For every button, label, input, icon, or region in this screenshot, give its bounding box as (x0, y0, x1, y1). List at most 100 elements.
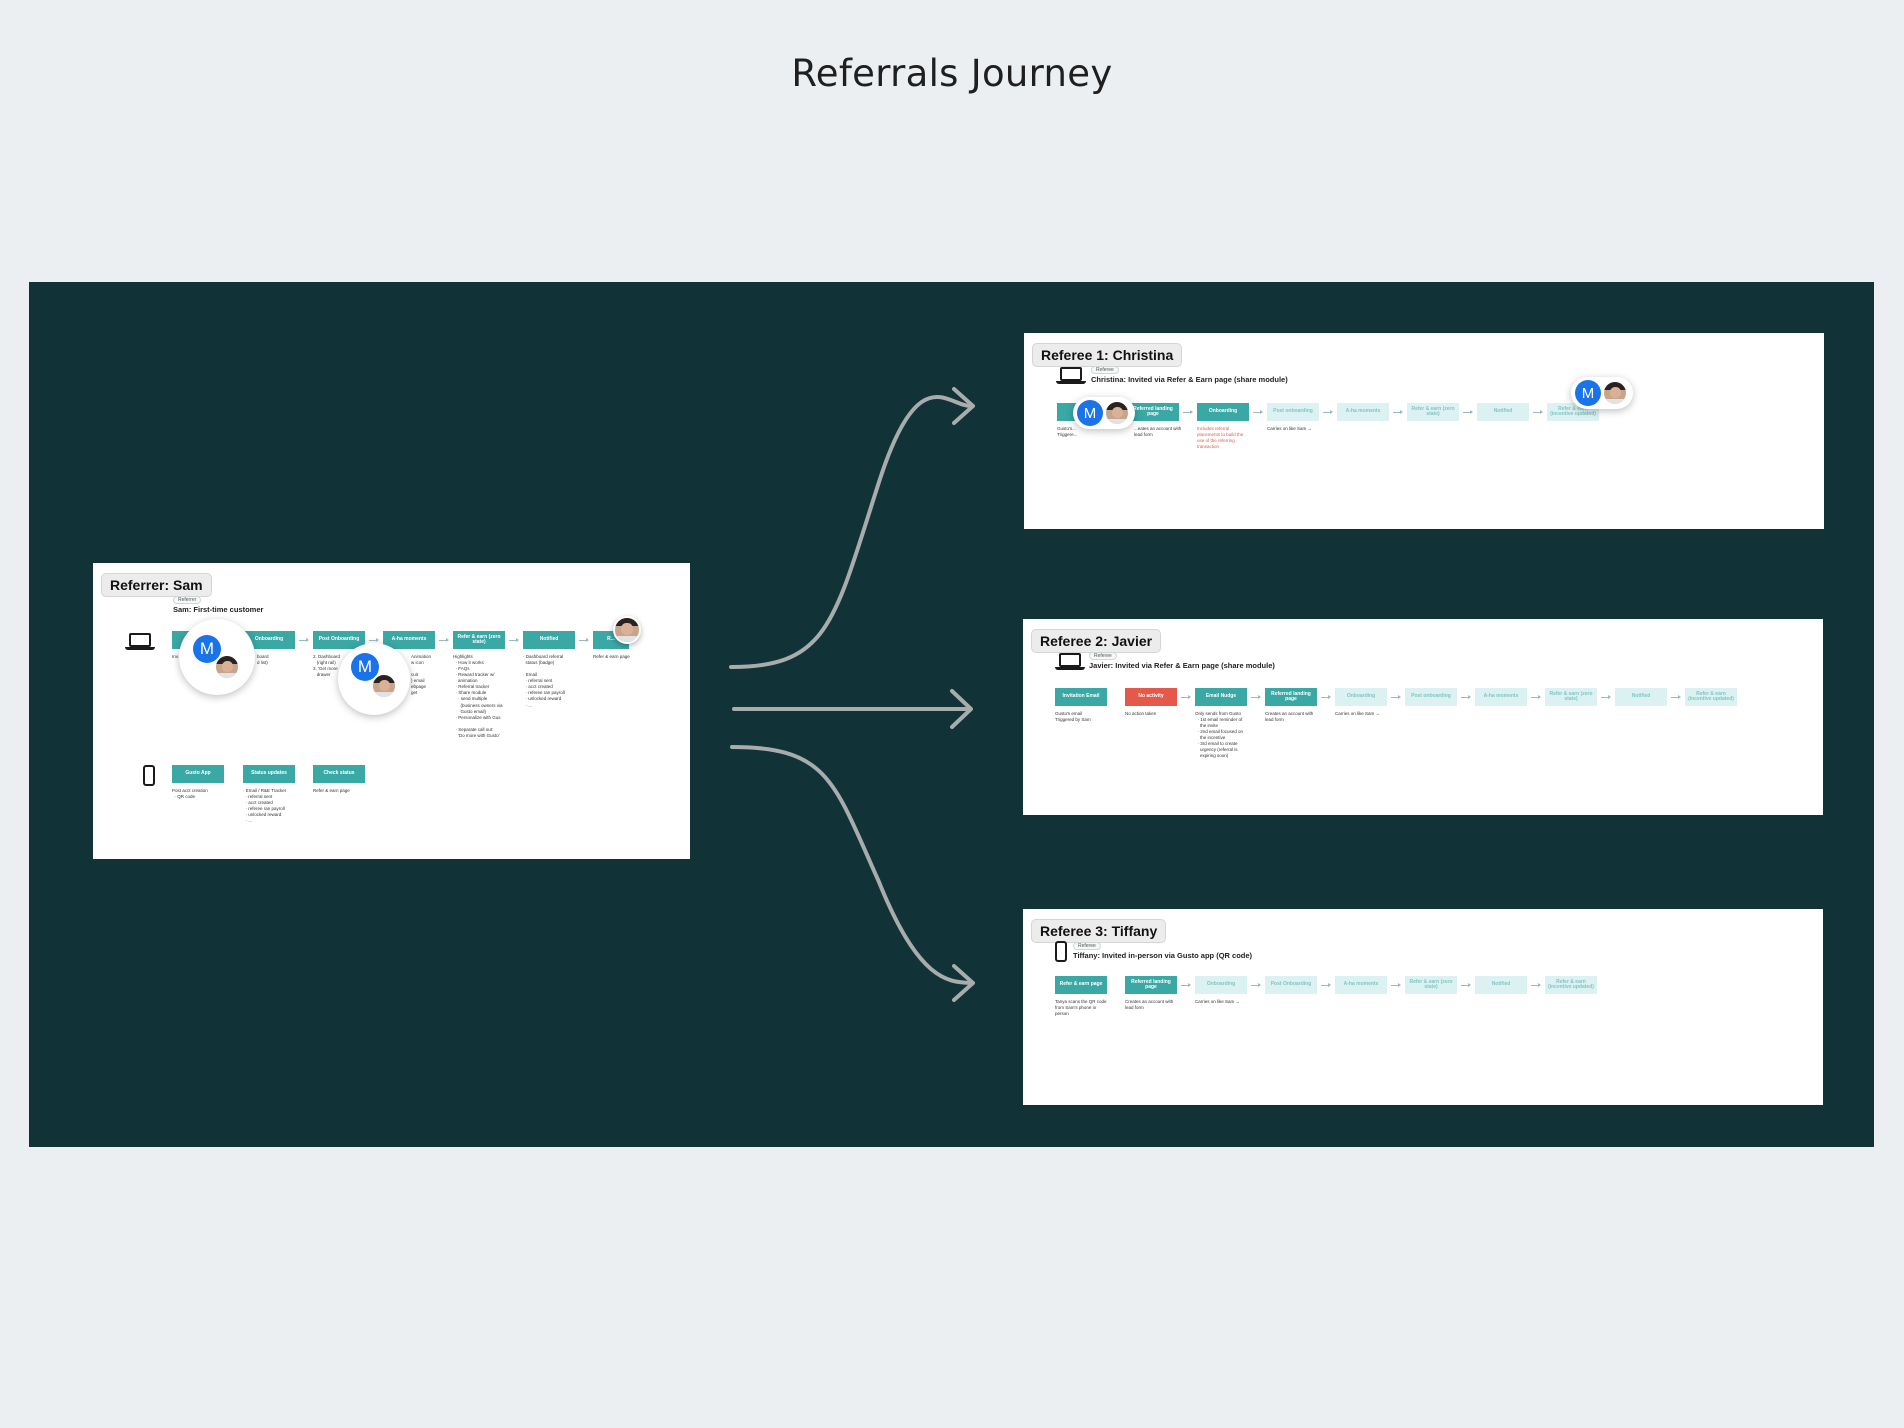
step-connector (1251, 983, 1261, 987)
step-note: No action taken (1125, 711, 1157, 716)
referee-christina-card[interactable]: Referee 1: Christina Referee Christina: … (1024, 333, 1824, 529)
user-avatar-photo[interactable] (214, 654, 240, 680)
persona-subtitle: Sam: First-time customer (173, 605, 264, 614)
step-connector (1181, 983, 1191, 987)
phone-icon (1055, 941, 1067, 962)
user-avatar-initial[interactable]: M (351, 653, 379, 681)
step-note: Highlights · How it works · FAQs · Rewar… (453, 654, 503, 738)
user-avatar-photo[interactable] (371, 673, 397, 699)
journey-step[interactable]: Gusto App (172, 765, 224, 783)
user-avatar-photo[interactable] (1104, 400, 1130, 426)
step-connector (1531, 695, 1541, 699)
card-label: Referee 3: Tiffany (1031, 919, 1167, 943)
step-connector (1321, 695, 1331, 699)
journey-step[interactable]: Post Onboarding (313, 631, 365, 649)
journey-step[interactable]: Post onboarding (1267, 403, 1319, 421)
card-label: Referee 2: Javier (1031, 629, 1162, 653)
journey-step[interactable]: A-ha moments (1475, 688, 1527, 706)
laptop-icon (1055, 653, 1085, 670)
step-note: Creates an account with lead form (1265, 711, 1314, 723)
step-connector (1461, 983, 1471, 987)
journey-step[interactable]: No activity (1125, 688, 1177, 706)
journey-step[interactable]: Invitation Email (1055, 688, 1107, 706)
journey-step[interactable]: Onboarding (1195, 976, 1247, 994)
step-note: Only sends from Gusto · 1st email remind… (1195, 711, 1244, 759)
step-connector (1321, 983, 1331, 987)
journey-step[interactable]: Refer & earn (zero state) (1545, 688, 1597, 706)
journey-step[interactable]: Notified (1615, 688, 1667, 706)
journey-step[interactable]: Post Onboarding (1265, 976, 1317, 994)
step-connector (299, 638, 309, 642)
step-connector (1601, 695, 1611, 699)
card-label: Referrer: Sam (101, 573, 212, 597)
journey-step[interactable]: Refer & earn (incentive updated) (1685, 688, 1737, 706)
journey-step[interactable]: Refer & earn (incentive updated) (1545, 976, 1597, 994)
journey-step[interactable]: Notified (1477, 403, 1529, 421)
journey-step[interactable]: Onboarding (1197, 403, 1249, 421)
journey-step[interactable]: Email Nudge (1195, 688, 1247, 706)
journey-step[interactable]: Notified (523, 631, 575, 649)
persona-tag: Referee (1073, 942, 1101, 950)
journey-step[interactable]: Onboarding (243, 631, 295, 649)
step-note: Animation w icon cuit ) email ebpage get (411, 654, 432, 696)
laptop-icon (1056, 367, 1086, 384)
arrow-to-referee-3 (730, 745, 973, 985)
persona-tag: Referee (1089, 652, 1117, 660)
arrow-to-referee-1 (729, 395, 973, 669)
user-avatar-initial[interactable]: M (1575, 380, 1601, 406)
step-note: · Dashboard referral status (badge) · Em… (523, 654, 565, 708)
journey-step[interactable]: Onboarding (1335, 688, 1387, 706)
journey-step[interactable]: Referred landing page (1265, 688, 1317, 706)
step-connector (1463, 410, 1473, 414)
step-note: ...eates an account with lead form (1134, 426, 1182, 438)
user-avatar-photo[interactable] (1602, 380, 1628, 406)
step-connector (1251, 695, 1261, 699)
journey-step[interactable]: Check status (313, 765, 365, 783)
journey-step[interactable]: Refer & earn (zero state) (1405, 976, 1457, 994)
step-note: Creates an account with lead form (1125, 999, 1174, 1011)
page-title: Referrals Journey (791, 52, 1113, 95)
journey-step[interactable]: A-ha moments (1335, 976, 1387, 994)
phone-icon (143, 765, 155, 786)
journey-step[interactable]: Notified (1475, 976, 1527, 994)
persona-subtitle: Tiffany: Invited in-person via Gusto app… (1073, 951, 1253, 960)
step-connector (439, 638, 449, 642)
journey-step[interactable]: Refer & earn page (1055, 976, 1107, 994)
journey-step[interactable]: Refer & earn (zero state) (1407, 403, 1459, 421)
step-note: board d list) (257, 654, 269, 666)
step-note: Refer & earn page (593, 654, 630, 659)
user-avatar-photo[interactable] (613, 616, 641, 644)
step-connector (1391, 983, 1401, 987)
persona-subtitle: Christina: Invited via Refer & Earn page… (1091, 375, 1288, 384)
card-label: Referee 1: Christina (1032, 343, 1183, 367)
step-connector (509, 638, 519, 642)
step-note: Refer & earn page (313, 788, 350, 793)
step-connector (1323, 410, 1333, 414)
step-connector (1533, 410, 1543, 414)
persona-subtitle: Javier: Invited via Refer & Earn page (s… (1089, 661, 1275, 670)
journey-step[interactable]: Status updates (243, 765, 295, 783)
referrer-sam-card[interactable]: Referrer: Sam Referrer Sam: First-time c… (93, 563, 690, 859)
referee-tiffany-card[interactable]: Referee 3: Tiffany Referee Tiffany: Invi… (1023, 909, 1823, 1105)
arrowhead-referee-1 (952, 387, 975, 425)
step-note: Tanya scans the QR code from Sam's phone… (1055, 999, 1107, 1017)
step-note: Inv... (172, 654, 182, 659)
step-connector (1181, 695, 1191, 699)
user-avatar-initial[interactable]: M (1077, 400, 1103, 426)
step-connector (1391, 695, 1401, 699)
step-note: 2. Dashboard (right rail) 3. 'Get more d… (313, 654, 341, 678)
step-connector (1461, 695, 1471, 699)
persona-tag: Referrer (173, 596, 202, 604)
journey-step[interactable]: A-ha moments (1337, 403, 1389, 421)
flow-arrows (729, 387, 975, 1002)
step-note: Carries on like Sam → (1335, 711, 1381, 716)
journey-step[interactable]: A-ha moments (383, 631, 435, 649)
journey-step[interactable]: Referred landing page (1127, 403, 1179, 421)
referee-javier-card[interactable]: Referee 2: Javier Referee Javier: Invite… (1023, 619, 1823, 815)
step-connector (1671, 695, 1681, 699)
arrowhead-referee-2 (950, 689, 973, 729)
laptop-icon (125, 633, 155, 650)
journey-step[interactable]: Post onboarding (1405, 688, 1457, 706)
journey-step[interactable]: Refer & earn (zero state) (453, 631, 505, 649)
journey-step[interactable]: Referred landing page (1125, 976, 1177, 994)
